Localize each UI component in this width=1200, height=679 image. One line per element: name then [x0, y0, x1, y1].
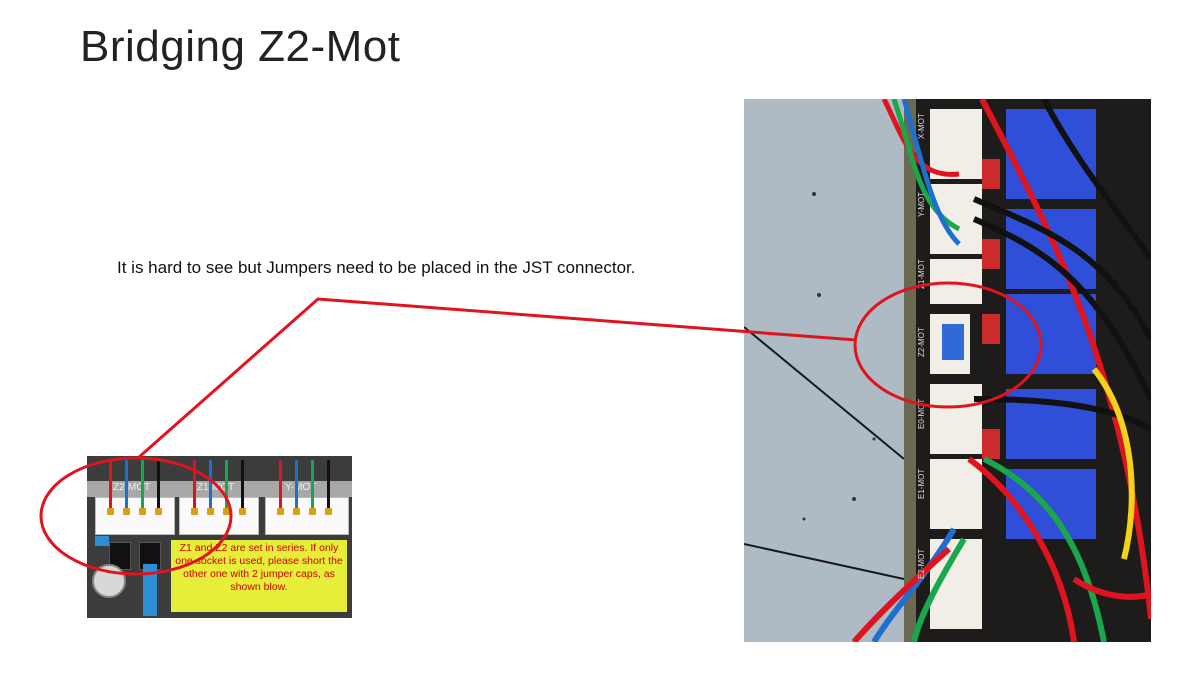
- pin: [223, 508, 230, 515]
- pin: [239, 508, 246, 515]
- pin: [107, 508, 114, 515]
- connector-z2: [95, 497, 175, 535]
- port-label-e2: E2-MOT: [917, 549, 926, 579]
- board-photo: X-MOT Y-MOT Z1-MOT Z2-MOT E0-MOT E1-MOT …: [744, 99, 1151, 642]
- connector-y: [265, 497, 349, 535]
- wire-blue: [295, 460, 298, 510]
- port-label-e1: E1-MOT: [917, 469, 926, 499]
- header-blue: [143, 564, 157, 616]
- slide-title: Bridging Z2-Mot: [80, 22, 401, 71]
- wire-green: [141, 460, 144, 510]
- wire-red: [109, 460, 112, 510]
- wire-black: [241, 460, 244, 510]
- wire-red: [193, 460, 196, 510]
- port-label-z2: Z2-MOT: [917, 327, 926, 357]
- header-blue: [95, 536, 109, 546]
- board-photo-drawing: X-MOT Y-MOT Z1-MOT Z2-MOT E0-MOT E1-MOT …: [744, 99, 1151, 642]
- pin: [325, 508, 332, 515]
- wire-black: [157, 460, 160, 510]
- pin: [309, 508, 316, 515]
- connector-z1: [179, 497, 259, 535]
- connector-label-z2: Z2-MOT: [113, 482, 151, 493]
- board-diagram: Z2-MOT Z1-MOT Y-MOT: [87, 456, 352, 618]
- wire-blue: [209, 460, 212, 510]
- pin: [191, 508, 198, 515]
- wire-red: [279, 460, 282, 510]
- pin: [155, 508, 162, 515]
- slide-caption: It is hard to see but Jumpers need to be…: [117, 258, 636, 277]
- pin: [123, 508, 130, 515]
- wire-green: [311, 460, 314, 510]
- wire-blue: [125, 460, 128, 510]
- port-label-z1: Z1-MOT: [917, 259, 926, 289]
- pin: [277, 508, 284, 515]
- wire-black: [327, 460, 330, 510]
- capacitor: [92, 564, 126, 598]
- series-note: Z1 and Z2 are set in series. If only one…: [171, 540, 347, 612]
- pin: [207, 508, 214, 515]
- connector-label-y: Y-MOT: [285, 482, 317, 493]
- pin: [139, 508, 146, 515]
- port-label-y: Y-MOT: [917, 192, 926, 217]
- pin: [293, 508, 300, 515]
- port-label-e0: E0-MOT: [917, 399, 926, 429]
- wire-green: [225, 460, 228, 510]
- connector-label-z1: Z1-MOT: [197, 482, 235, 493]
- port-label-x: X-MOT: [917, 113, 926, 139]
